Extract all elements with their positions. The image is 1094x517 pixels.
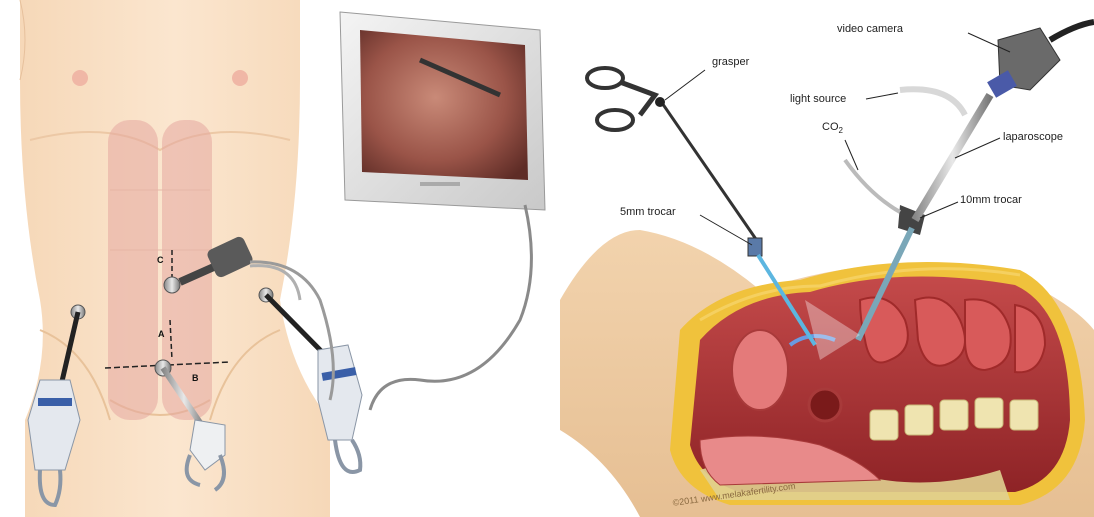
- point-a-label: A: [158, 330, 165, 339]
- right-nipple: [232, 70, 248, 86]
- label-grasper: grasper: [712, 57, 749, 68]
- laparoscope-instrument: [915, 22, 1094, 220]
- label-co2: CO2: [822, 122, 843, 135]
- intestines: [860, 298, 1045, 373]
- point-c-label: C: [157, 256, 164, 265]
- co2-tube: [845, 160, 900, 212]
- label-co2-subscript: 2: [839, 126, 843, 135]
- label-5mm-trocar: 5mm trocar: [620, 207, 676, 218]
- video-monitor: [340, 12, 545, 210]
- point-b-label: B: [192, 374, 199, 383]
- label-video-camera: video camera: [837, 24, 903, 35]
- grasper-instrument: [587, 68, 760, 245]
- label-co2-text: CO: [822, 121, 839, 133]
- left-nipple: [72, 70, 88, 86]
- label-light-source: light source: [790, 94, 846, 105]
- patient-cross-section: [560, 230, 1094, 517]
- monitor-cable: [370, 205, 531, 410]
- light-cable: [900, 89, 965, 115]
- label-laparoscope: laparoscope: [1003, 132, 1063, 143]
- label-10mm-trocar: 10mm trocar: [960, 195, 1022, 206]
